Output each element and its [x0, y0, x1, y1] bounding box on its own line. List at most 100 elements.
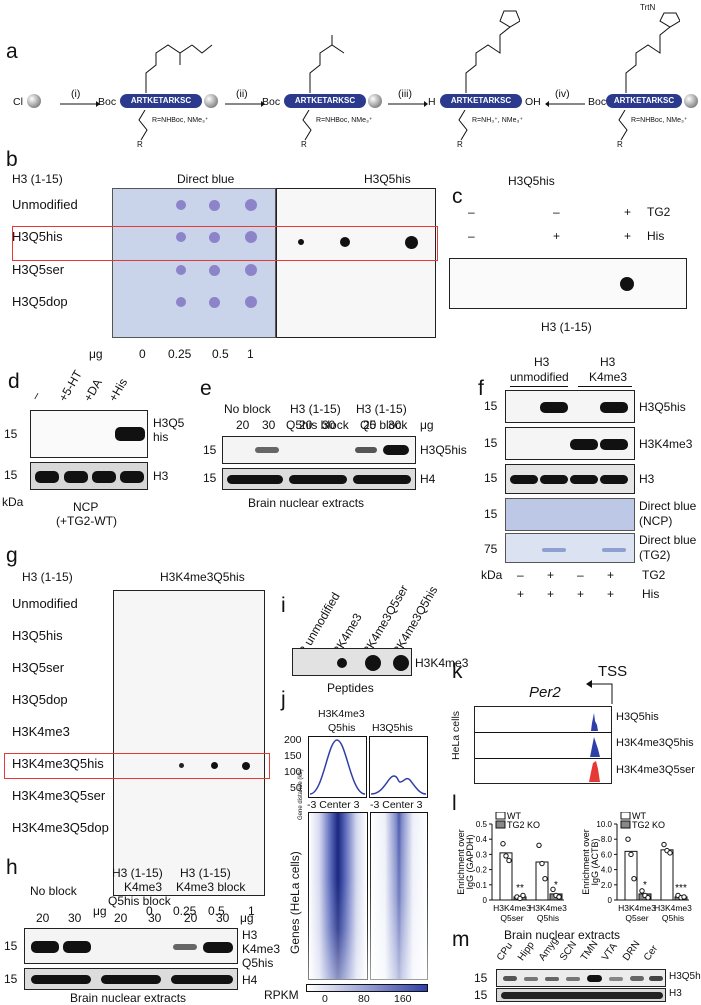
b-blue-spot	[245, 296, 257, 308]
step-iv: (iv)	[555, 88, 570, 100]
j-profile-plots	[308, 736, 428, 798]
f-label-3: H3	[639, 472, 655, 486]
l-xcat-2b: Q5his	[662, 913, 684, 923]
e-group-3b: Q5 block	[360, 418, 408, 432]
m-mw-2: 15	[474, 988, 488, 1002]
j-ytick-4: 50	[290, 782, 302, 794]
h-h4-band-3	[171, 975, 233, 984]
l-ytick-label: 10.0	[596, 820, 612, 829]
m-lane-label: Hipp	[515, 939, 537, 963]
l-legend-ko-swatch	[495, 820, 506, 829]
panel-label-j: j	[281, 688, 286, 711]
l-point	[550, 886, 556, 893]
f-k4me3-blot	[505, 427, 635, 460]
f-k4-band-2	[600, 439, 628, 450]
h-lane-label: 20	[36, 911, 50, 925]
j-heatmap-2	[370, 812, 428, 980]
k-side-label: HeLa cells	[450, 710, 462, 760]
g-row-label: H3Q5his	[12, 628, 63, 643]
g-dot-1	[179, 763, 184, 768]
b-h3-label: H3 (1-15)	[12, 172, 63, 186]
f-h3q5his-blot	[505, 390, 635, 423]
f-mw-3: 15	[484, 471, 498, 485]
b-highlight-box	[12, 226, 438, 261]
l-point	[536, 842, 542, 848]
g-amount-2: 0.5	[208, 904, 225, 918]
g-row-label: H3K4me3Q5his	[12, 756, 104, 771]
c-his-minus: –	[468, 229, 475, 243]
i-dot-4	[393, 655, 409, 671]
i-footer: Peptides	[327, 681, 374, 695]
l-point	[681, 894, 687, 900]
d-h3-band-2	[64, 471, 88, 483]
panel-label-b: b	[6, 148, 18, 171]
h-lane-label: 30	[68, 911, 82, 925]
d-h3q5his-blot	[30, 410, 148, 458]
d-foot-2: (+TG2-WT)	[56, 514, 117, 528]
f-g1b: unmodified	[510, 370, 569, 384]
e-lane-label: 20	[299, 418, 313, 432]
k-peak-3	[589, 761, 600, 782]
i-dot-2	[337, 658, 347, 668]
panel-label-g: g	[6, 544, 18, 567]
r-group-label-4: R=NHBoc, NMe₃⁺	[631, 117, 688, 124]
e-h4-band-2	[289, 475, 347, 484]
h-ug: μg	[240, 911, 254, 925]
k-tss-arrow	[586, 680, 613, 704]
f-his-4: +	[607, 587, 615, 601]
b-row-label: H3Q5ser	[12, 262, 65, 277]
f-direct-blue-ncp	[505, 498, 635, 531]
panel-label-h: h	[6, 856, 18, 879]
f-his-band-1	[540, 402, 568, 413]
resin-bead-2	[368, 94, 382, 108]
e-label-1: H3Q5his	[420, 443, 467, 457]
g-row-label: H3Q5dop	[12, 692, 68, 707]
f-h3-band-3	[570, 475, 598, 484]
c-tg2-minus-1: –	[468, 205, 475, 219]
e-group-3a: H3 (1-15)	[356, 402, 407, 416]
h-h4-band-2	[101, 975, 161, 984]
l-point	[520, 892, 526, 899]
l-legend-ko-swatch	[620, 820, 631, 829]
l-ytick-label: 0.3	[476, 850, 488, 859]
j-title-2: H3Q5his	[372, 722, 413, 734]
l-xcat-2a: H3K4me3	[529, 903, 567, 913]
e-ug: μg	[420, 418, 434, 432]
d-foot-1: NCP	[73, 500, 99, 514]
c-dot	[620, 277, 634, 291]
k-peak-2	[590, 737, 600, 757]
h-label-1c: Q5his	[242, 956, 274, 970]
resin-bead	[27, 94, 41, 108]
h-h4-blot	[24, 968, 238, 990]
l-ytick-label: 0.4	[476, 835, 488, 844]
f-direct-blue-tg2	[505, 533, 635, 563]
h-lane-label: 30	[216, 911, 230, 925]
m-band-3	[545, 977, 559, 981]
b-direct-blue-membrane	[112, 188, 276, 338]
f-label-2: H3K4me3	[639, 437, 693, 451]
e-mw-1: 15	[203, 443, 217, 457]
h-mw-2: 15	[4, 972, 18, 986]
f-mw-1: 15	[484, 399, 498, 413]
l-ytick-label: 0.2	[476, 866, 488, 875]
g-row-label: Unmodified	[12, 596, 78, 611]
h-label-1a: H3	[242, 928, 258, 942]
b-amount-3: 1	[247, 347, 254, 361]
m-band-8	[649, 976, 663, 981]
m-h3-band	[501, 992, 663, 999]
f-his-band-2	[600, 402, 628, 413]
l-ytick-label: 8.0	[601, 835, 613, 844]
l-xcat-1b: Q5ser	[500, 913, 523, 923]
g-amount-1: 0.25	[173, 904, 197, 918]
i-dot-3	[365, 655, 381, 671]
l-legend-wt: WT	[507, 812, 521, 821]
f-h3-blot	[505, 464, 635, 494]
l-ylabel-2: IgG (GAPDH)	[465, 834, 475, 889]
h-band-3	[173, 944, 197, 950]
g-membrane	[113, 590, 265, 896]
l-significance: ***	[675, 883, 687, 894]
l-ytick-label: 2.0	[601, 881, 613, 890]
h-band-1	[31, 941, 59, 953]
e-group-2b: Q5his block	[286, 418, 349, 432]
l-ylabel-1: Enrichment over	[581, 829, 591, 895]
